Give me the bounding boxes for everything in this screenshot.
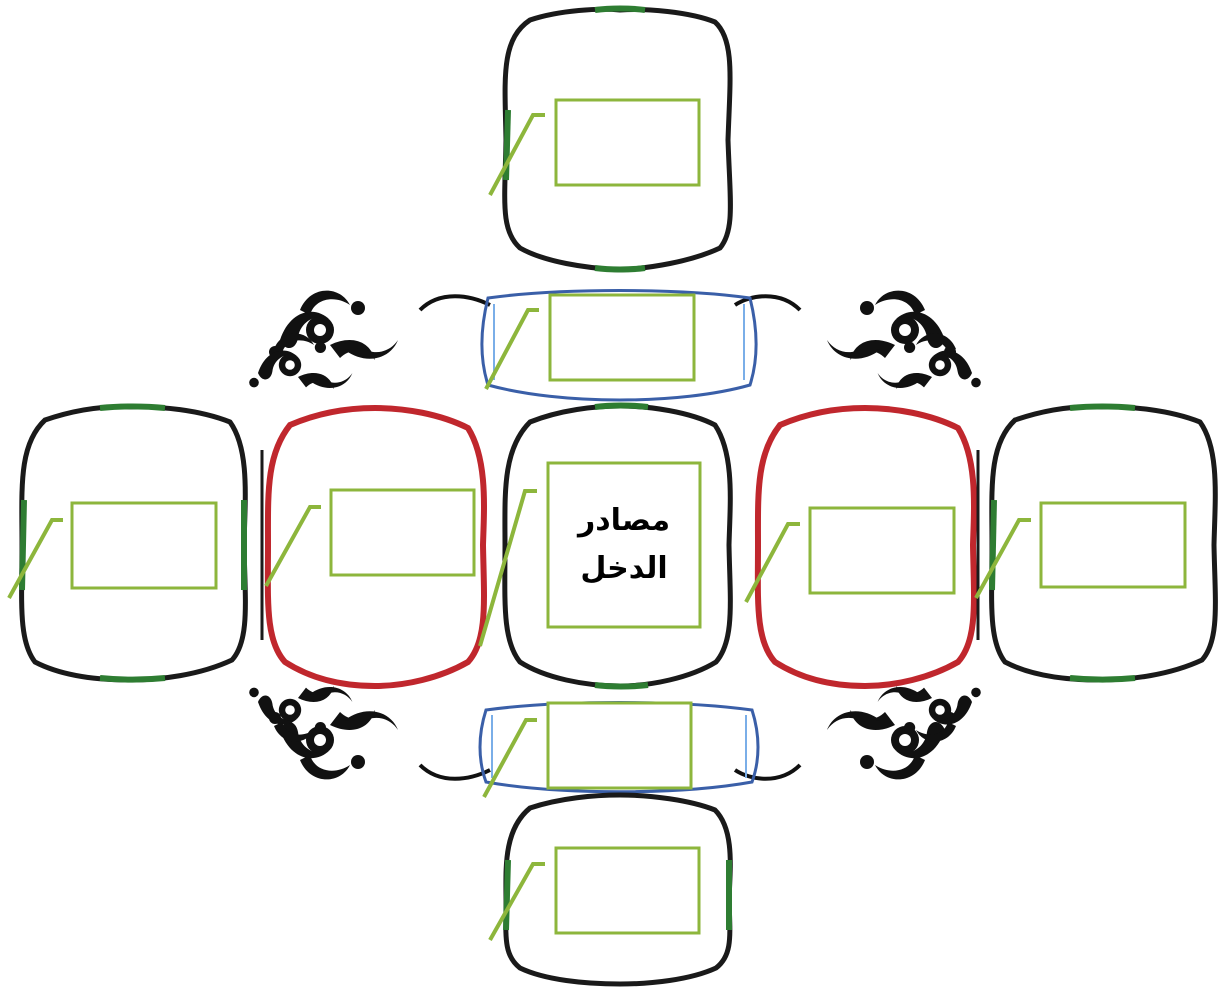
- answer-box-top[interactable]: [556, 100, 699, 185]
- frame-top-accent-bottom: [595, 268, 645, 270]
- center-topic-line1: مصادر: [578, 497, 670, 545]
- pointer-top: [490, 115, 545, 195]
- center-topic-line2: الدخل: [580, 545, 667, 593]
- frame-center-accent-bottom: [595, 685, 648, 687]
- frame-top-accent-side: [506, 110, 508, 180]
- center-topic-label: مصادر الدخل: [548, 463, 700, 627]
- answer-box-bottom[interactable]: [556, 848, 699, 933]
- swirl-bottom-left: [420, 765, 490, 779]
- ornament-top-right: [827, 291, 956, 360]
- frame-far-right-accent-bottom: [1070, 678, 1135, 680]
- answer-box-far-right[interactable]: [1041, 503, 1185, 587]
- frame-top-accent-top: [595, 9, 645, 11]
- frame-center-accent-top: [595, 406, 648, 408]
- answer-box-upper-middle[interactable]: [550, 295, 694, 380]
- frame-far-right-accent-side: [992, 500, 994, 590]
- pointer-bottom: [490, 864, 545, 940]
- answer-box-inner-right[interactable]: [810, 508, 954, 593]
- answer-box-lower-middle[interactable]: [548, 703, 691, 788]
- frame-far-left-accent-bottom: [100, 678, 165, 680]
- pointer-inner-right: [746, 524, 800, 602]
- pointer-inner-left: [266, 507, 321, 586]
- frame-far-left-accent-top: [100, 407, 165, 409]
- swirl-top-left: [420, 296, 490, 310]
- answer-box-inner-left[interactable]: [331, 490, 474, 575]
- pointer-far-right: [976, 520, 1031, 598]
- pointer-far-left: [9, 520, 63, 598]
- swirl-bottom-right: [735, 765, 800, 779]
- frame-far-right-accent-top: [1070, 407, 1135, 409]
- ornament-top-left: [269, 291, 398, 360]
- ornament-top-left-2: [249, 333, 352, 389]
- ornament-bottom-left-2: [249, 686, 352, 742]
- answer-box-far-left[interactable]: [72, 503, 216, 588]
